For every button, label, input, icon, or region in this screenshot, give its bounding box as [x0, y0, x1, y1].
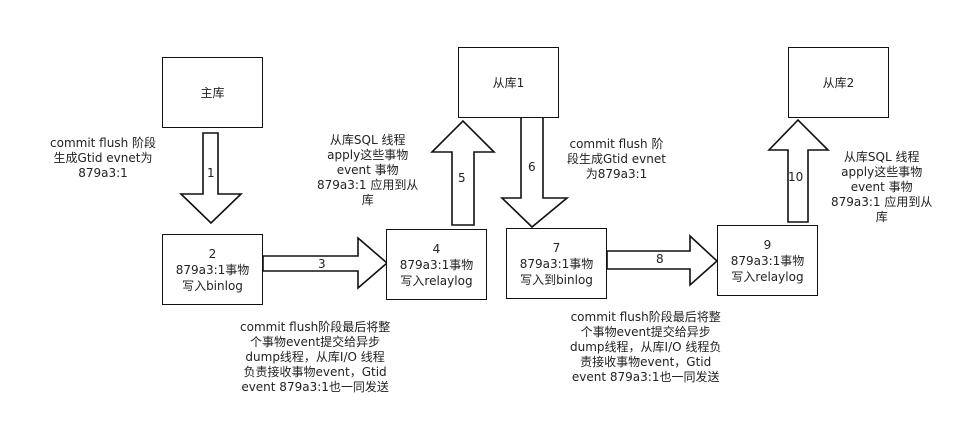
master-node: 主库	[162, 57, 263, 128]
arrow-6-label: 6	[528, 160, 536, 174]
step-4-number: 4	[432, 241, 441, 256]
note-step-1-line: 879a3:1	[78, 166, 128, 180]
note-step-5-line: 879a3:1 应用到从	[317, 178, 419, 192]
arrow-1-label: 1	[207, 166, 215, 180]
note-step-8-line: 责接收事物event，Gtid	[580, 355, 712, 369]
note-step-6-line: 为879a3:1	[585, 167, 648, 181]
note-step-3-line: 负责接收事物event，Gtid	[243, 365, 387, 379]
note-step-1: commit flush 阶段 生成Gtid evnet为 879a3:1	[50, 136, 156, 181]
note-step-10-line: 从库SQL 线程	[843, 150, 920, 164]
note-step-3-line: 个事物event提交给异步	[250, 335, 381, 349]
note-step-10-line: 库	[875, 210, 888, 224]
note-step-8: commit flush阶段最后将整 个事物event提交给异步 dump线程，…	[570, 310, 721, 385]
step-7-line-1: 879a3:1事物	[519, 256, 594, 271]
arrow-3-label: 3	[318, 257, 326, 271]
step-9-line-2: 写入relaylog	[731, 269, 804, 284]
step-2-number: 2	[208, 246, 217, 261]
step-9-number: 9	[763, 237, 772, 252]
step-7-number: 7	[552, 240, 561, 255]
step-7-line-2: 写入到binlog	[520, 272, 593, 287]
note-step-6-line: commit flush 阶	[569, 137, 664, 151]
step-9-line-1: 879a3:1事物	[730, 253, 805, 268]
step-2-line-2: 写入binlog	[182, 278, 243, 293]
slave2-label: 从库2	[822, 75, 855, 90]
step-4-box: 4 879a3:1事物 写入relaylog	[386, 229, 487, 300]
note-step-8-line: dump线程，从库I/O 线程负	[570, 340, 722, 354]
note-step-10-line: apply这些事物	[841, 165, 923, 179]
arrow-10	[767, 118, 830, 223]
note-step-5: 从库SQL 线程 apply这些事物 event 事物 879a3:1 应用到从…	[317, 133, 418, 208]
arrow-10-label: 10	[788, 170, 804, 184]
arrow-6	[500, 116, 570, 229]
step-2-line-1: 879a3:1事物	[175, 262, 250, 277]
note-step-8-line: event 879a3:1也一同发送	[571, 370, 720, 384]
step-4-line-1: 879a3:1事物	[399, 257, 474, 272]
note-step-6-line: 段生成Gtid evnet	[567, 152, 666, 166]
note-step-5-line: apply这些事物	[327, 148, 409, 162]
arrow-1	[179, 132, 243, 225]
note-step-10-line: event 事物	[850, 180, 913, 194]
note-step-3: commit flush阶段最后将整 个事物event提交给异步 dump线程，…	[240, 320, 390, 395]
note-step-5-line: 从库SQL 线程	[329, 133, 406, 147]
arrow-5	[430, 119, 496, 226]
step-7-box: 7 879a3:1事物 写入到binlog	[506, 228, 607, 299]
arrow-5-label: 5	[458, 171, 466, 185]
note-step-3-line: event 879a3:1也一同发送	[241, 380, 389, 394]
note-step-10-line: 879a3:1 应用到从	[831, 195, 933, 209]
note-step-8-line: commit flush阶段最后将整	[570, 310, 721, 324]
note-step-5-line: event 事物	[336, 163, 399, 177]
slave1-label: 从库1	[492, 75, 525, 90]
note-step-8-line: 个事物event提交给异步	[580, 325, 711, 339]
note-step-1-line: commit flush 阶段	[50, 136, 157, 150]
note-step-3-line: dump线程，从库I/O 线程	[245, 350, 385, 364]
step-2-box: 2 879a3:1事物 写入binlog	[162, 234, 263, 305]
arrow-8-label: 8	[656, 252, 664, 266]
arrow-8	[606, 234, 719, 287]
step-9-box: 9 879a3:1事物 写入relaylog	[717, 225, 818, 296]
step-4-line-2: 写入relaylog	[400, 273, 473, 288]
arrow-3	[262, 236, 389, 290]
note-step-5-line: 库	[361, 193, 374, 207]
slave2-node: 从库2	[788, 47, 889, 118]
note-step-6: commit flush 阶 段生成Gtid evnet 为879a3:1	[567, 137, 666, 182]
slave1-node: 从库1	[458, 47, 559, 118]
master-label: 主库	[200, 85, 225, 100]
note-step-3-line: commit flush阶段最后将整	[240, 320, 391, 334]
note-step-1-line: 生成Gtid evnet为	[53, 151, 153, 165]
note-step-10: 从库SQL 线程 apply这些事物 event 事物 879a3:1 应用到从…	[831, 150, 932, 225]
